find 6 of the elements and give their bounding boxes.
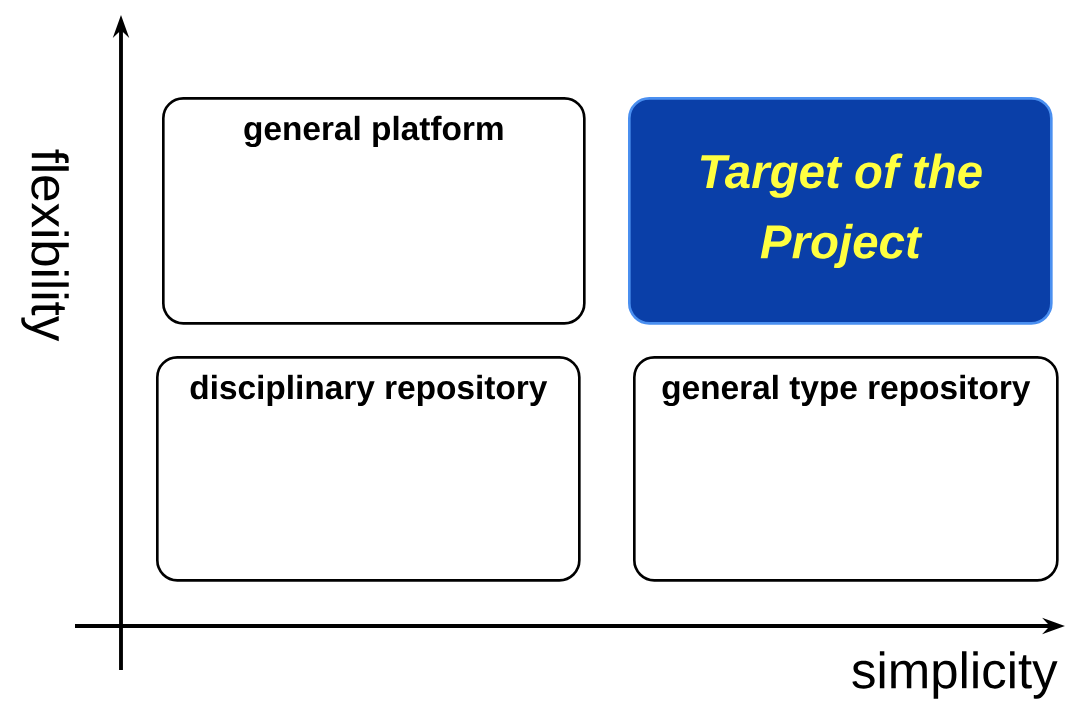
axis-label: flexibility (21, 149, 69, 342)
quadrant-box: disciplinary repository (156, 356, 581, 582)
highlight-box: Target of the Project (628, 97, 1053, 325)
quadrant-box: general platform (162, 97, 586, 325)
axis-label: simplicity (852, 651, 1058, 699)
quadrant-box: general type repository (633, 356, 1059, 582)
